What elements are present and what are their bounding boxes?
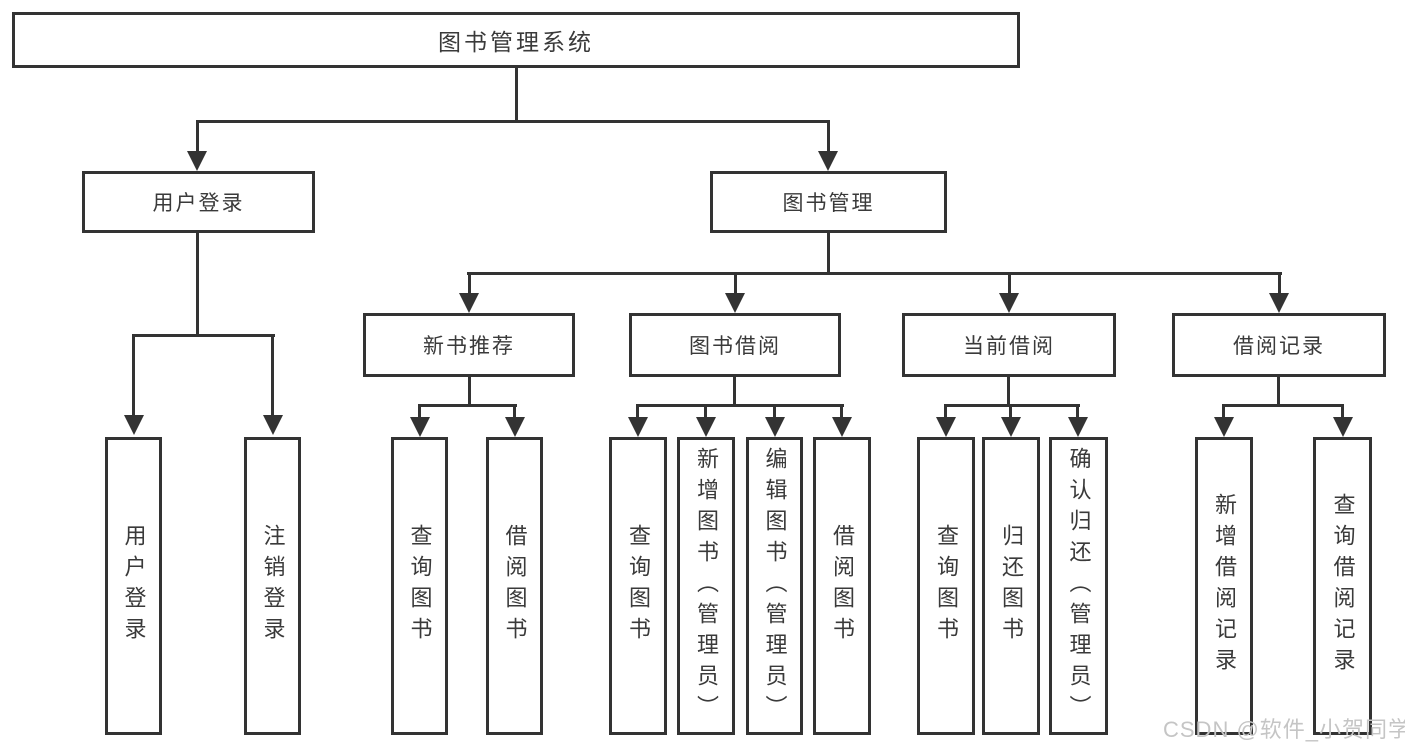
connector-stem	[1009, 404, 1012, 419]
arrowhead-icon	[765, 417, 785, 437]
connector-stem	[944, 404, 947, 419]
arrowhead-icon	[725, 293, 745, 313]
leaf-edit-books-admin-label: 编辑图书（管理员）	[762, 446, 788, 726]
leaf-return-books: 归还图书	[982, 437, 1040, 735]
leaf-add-borrow-record: 新增借阅记录	[1195, 437, 1253, 735]
arrowhead-icon	[1001, 417, 1021, 437]
arrowhead-icon	[999, 293, 1019, 313]
leaf-query-books-current: 查询图书	[917, 437, 975, 735]
leaf-query-books-borrowing-label: 查询图书	[626, 524, 651, 648]
connector-stem	[196, 233, 199, 335]
leaf-add-books-admin-label: 新增图书（管理员）	[694, 446, 719, 726]
leaf-query-books-current-label: 查询图书	[934, 524, 959, 648]
connector-stem	[468, 377, 471, 406]
connector-stem	[734, 272, 737, 295]
leaf-confirm-return-admin-label: 确认归还（管理员）	[1066, 446, 1092, 726]
leaf-add-borrow-record-label: 新增借阅记录	[1212, 493, 1237, 679]
connector-stem	[1278, 272, 1281, 295]
node-current-borrowing-label: 当前借阅	[963, 335, 1055, 358]
arrowhead-icon	[410, 417, 430, 437]
connector-tee	[1222, 404, 1344, 407]
connector-stem	[1277, 377, 1280, 406]
connector-stem	[468, 272, 471, 295]
node-user-login: 用户登录	[82, 171, 315, 233]
arrowhead-icon	[263, 415, 283, 435]
connector-stem	[773, 404, 776, 419]
leaf-query-books-borrowing: 查询图书	[609, 437, 667, 735]
connector-stem	[636, 404, 639, 419]
leaf-query-borrow-record-label: 查询借阅记录	[1330, 493, 1356, 679]
connector-stem	[827, 120, 830, 153]
node-borrowing-records-label: 借阅记录	[1233, 335, 1325, 358]
arrowhead-icon	[1214, 417, 1234, 437]
connector-stem	[827, 233, 830, 274]
node-book-management-label: 图书管理	[782, 192, 875, 215]
leaf-query-books-recommend-label: 查询图书	[407, 524, 433, 648]
arrowhead-icon	[936, 417, 956, 437]
connector-tee	[418, 404, 517, 407]
leaf-user-login-label: 用户登录	[121, 524, 147, 648]
connector-stem	[1076, 404, 1079, 419]
connector-stem	[196, 120, 199, 153]
connector-stem	[840, 404, 843, 419]
node-book-borrowing: 图书借阅	[629, 313, 841, 377]
connector-stem	[1007, 377, 1010, 406]
csdn-watermark: CSDN @软件_小贺同学	[1163, 717, 1405, 742]
node-borrowing-records: 借阅记录	[1172, 313, 1386, 377]
node-root-label: 图书管理系统	[438, 29, 594, 55]
leaf-borrow-books-recommend: 借阅图书	[486, 437, 543, 735]
leaf-return-books-label: 归还图书	[999, 524, 1024, 648]
connector-stem	[704, 404, 707, 419]
connector-root-stem	[515, 68, 518, 120]
arrowhead-icon	[628, 417, 648, 437]
connector-stem	[1341, 404, 1344, 419]
connector-tee	[132, 334, 275, 337]
leaf-confirm-return-admin: 确认归还（管理员）	[1049, 437, 1108, 735]
leaf-borrow-books: 借阅图书	[813, 437, 871, 735]
leaf-borrow-books-label: 借阅图书	[830, 524, 855, 648]
arrowhead-icon	[832, 417, 852, 437]
connector-stem	[271, 334, 274, 417]
connector-stem	[132, 334, 135, 417]
connector-stem	[418, 404, 421, 419]
connector-root-tee	[196, 120, 829, 123]
node-root: 图书管理系统	[12, 12, 1020, 68]
connector-stem	[1222, 404, 1225, 419]
arrowhead-icon	[818, 151, 838, 171]
leaf-query-books-recommend: 查询图书	[391, 437, 448, 735]
connector-tee	[467, 272, 1282, 275]
connector-stem	[513, 404, 516, 419]
arrowhead-icon	[1068, 417, 1088, 437]
node-current-borrowing: 当前借阅	[902, 313, 1116, 377]
arrowhead-icon	[1269, 293, 1289, 313]
leaf-logout: 注销登录	[244, 437, 301, 735]
connector-tee	[944, 404, 1080, 407]
leaf-add-books-admin: 新增图书（管理员）	[677, 437, 735, 735]
connector-stem	[1008, 272, 1011, 295]
node-book-borrowing-label: 图书借阅	[689, 335, 781, 358]
arrowhead-icon	[505, 417, 525, 437]
node-new-book-recommend-label: 新书推荐	[423, 335, 515, 358]
leaf-user-login: 用户登录	[105, 437, 162, 735]
connector-tee	[636, 404, 844, 407]
leaf-edit-books-admin: 编辑图书（管理员）	[746, 437, 803, 735]
node-book-management: 图书管理	[710, 171, 947, 233]
connector-stem	[733, 377, 736, 406]
arrowhead-icon	[459, 293, 479, 313]
leaf-borrow-books-recommend-label: 借阅图书	[502, 524, 528, 648]
leaf-query-borrow-record: 查询借阅记录	[1313, 437, 1372, 735]
arrowhead-icon	[124, 415, 144, 435]
arrowhead-icon	[696, 417, 716, 437]
node-user-login-label: 用户登录	[152, 192, 245, 215]
leaf-logout-label: 注销登录	[260, 524, 286, 648]
node-new-book-recommend: 新书推荐	[363, 313, 575, 377]
arrowhead-icon	[187, 151, 207, 171]
arrowhead-icon	[1333, 417, 1353, 437]
